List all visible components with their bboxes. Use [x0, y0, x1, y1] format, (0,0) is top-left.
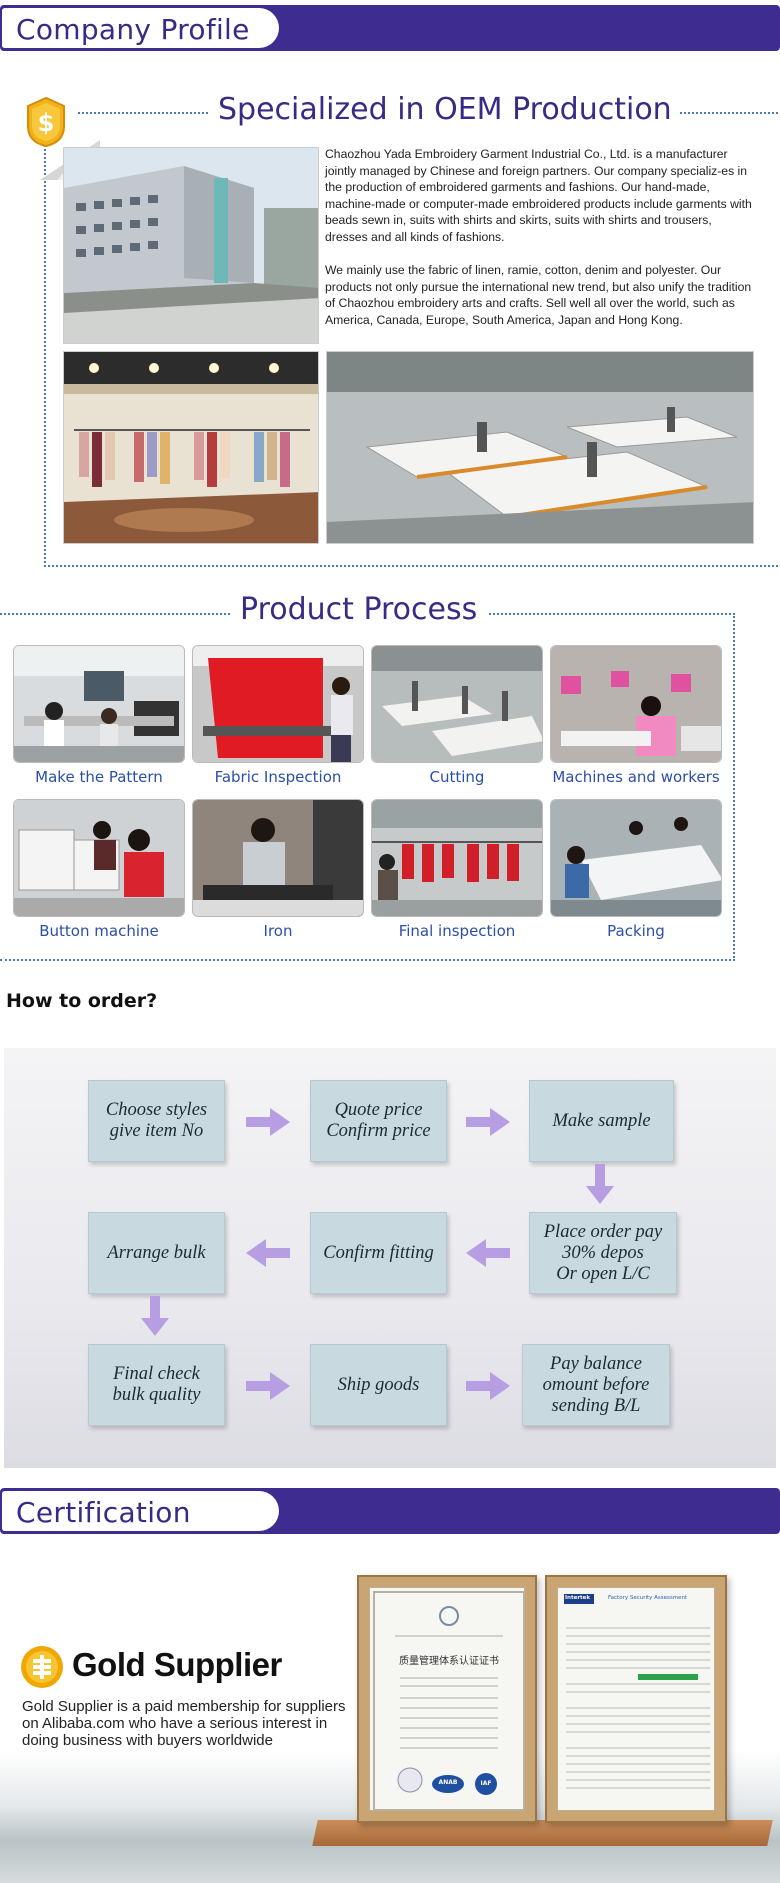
arrow-right-icon [246, 1108, 290, 1136]
order-step-final-check: Final check bulk quality [88, 1344, 225, 1426]
process-heading-line-left [0, 613, 230, 615]
step-caption: Iron [263, 922, 293, 940]
showroom-photo [63, 351, 319, 544]
arrow-right-icon [466, 1108, 510, 1136]
arrow-right-icon [246, 1372, 290, 1400]
process-step-button-machine: Button machine [13, 799, 185, 940]
sewing-workshop-photo [326, 351, 754, 544]
oem-frame [44, 112, 778, 567]
arrow-left-icon [466, 1239, 510, 1267]
process-step-final-inspection: Final inspection [371, 799, 543, 940]
factory-building-photo [63, 147, 319, 344]
step-caption: Fabric Inspection [214, 768, 342, 786]
certificate-paper: 质量管理体系认证证书 ANAB IAF [369, 1587, 525, 1811]
order-step-ship-goods: Ship goods [310, 1344, 447, 1426]
process-step-iron: Iron [192, 799, 364, 940]
arrow-right-icon [466, 1372, 510, 1400]
banner-title: Company Profile [16, 13, 250, 46]
iaf-badge: IAF [480, 1780, 492, 1787]
banner-pill: Certification [2, 1491, 279, 1531]
oem-heading: Specialized in OEM Production [212, 92, 678, 127]
gold-supplier-title: Gold Supplier [72, 1646, 282, 1683]
company-description-paragraph-1: Chaozhou Yada Embroidery Garment Industr… [325, 147, 752, 244]
wooden-shelf [312, 1820, 773, 1846]
product-process-heading: Product Process [230, 592, 488, 627]
order-step-make-sample: Make sample [529, 1080, 674, 1162]
oem-heading-line-left [78, 112, 208, 114]
oem-heading-line-right [612, 112, 778, 114]
intertek-report-frame: Intertek Factory Security Assessment [545, 1575, 727, 1823]
process-heading-line-right [480, 613, 735, 615]
certificate-heading: 质量管理体系认证证书 [399, 1656, 499, 1667]
order-step-pay-balance: Pay balance omount before sending B/L [522, 1344, 670, 1426]
product-process-frame [0, 613, 735, 961]
intertek-logo: Intertek [565, 1595, 591, 1601]
company-description-paragraph-2: We mainly use the fabric of linen, ramie… [325, 263, 752, 327]
step-photo [550, 645, 722, 763]
process-step-machines-workers: Machines and workers [550, 645, 722, 786]
gold-supplier-logo-icon [21, 1646, 63, 1688]
banner-pill: Company Profile [2, 8, 279, 48]
step-photo [371, 799, 543, 917]
order-step-confirm-fitting: Confirm fitting [310, 1212, 447, 1294]
step-caption: Packing [607, 922, 665, 940]
step-caption: Cutting [429, 768, 485, 786]
company-profile-banner: Company Profile [0, 5, 780, 51]
certification-banner: Certification [0, 1488, 780, 1534]
step-caption: Final inspection [398, 922, 516, 940]
arrow-down-icon [141, 1296, 169, 1336]
order-step-choose-styles: Choose styles give item No [88, 1080, 225, 1162]
step-caption: Make the Pattern [35, 768, 163, 786]
banner-title: Certification [16, 1496, 191, 1529]
process-step-packing: Packing [550, 799, 722, 940]
process-step-make-pattern: Make the Pattern [13, 645, 185, 786]
order-step-place-order: Place order pay 30% depos Or open L/C [529, 1212, 677, 1294]
arrow-left-icon [246, 1239, 290, 1267]
step-caption: Button machine [39, 922, 159, 940]
step-photo [13, 645, 185, 763]
step-caption: Machines and workers [552, 768, 720, 786]
report-heading: Factory Security Assessment [608, 1595, 688, 1601]
iso-certificate-frame: 质量管理体系认证证书 ANAB IAF [357, 1575, 537, 1823]
step-photo [192, 645, 364, 763]
step-photo [13, 799, 185, 917]
process-step-fabric-inspection: Fabric Inspection [192, 645, 364, 786]
step-photo [371, 645, 543, 763]
order-step-arrange-bulk: Arrange bulk [88, 1212, 225, 1294]
process-step-cutting: Cutting [371, 645, 543, 786]
arrow-down-icon [586, 1164, 614, 1204]
anab-badge: ANAB [438, 1779, 458, 1786]
step-photo [550, 799, 722, 917]
certificate-paper: Intertek Factory Security Assessment [557, 1587, 715, 1811]
dollar-badge-icon: $ [27, 96, 65, 148]
how-to-order-heading: How to order? [6, 990, 158, 1012]
step-photo [192, 799, 364, 917]
gold-supplier-description: Gold Supplier is a paid membership for s… [22, 1698, 346, 1749]
order-step-quote-price: Quote price Confirm price [310, 1080, 447, 1162]
svg-text:$: $ [38, 109, 55, 137]
